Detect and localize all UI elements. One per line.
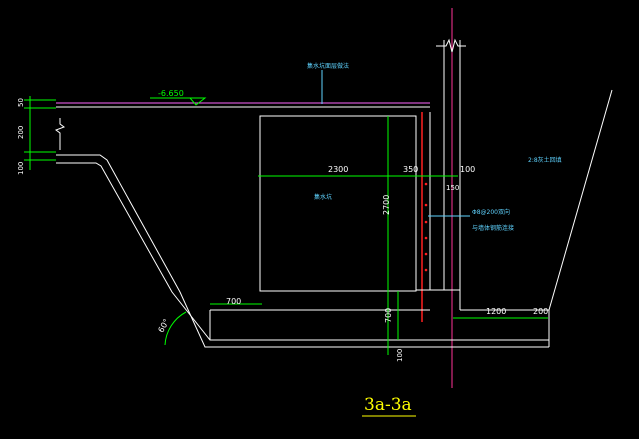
dim-200-right: 200 bbox=[533, 307, 548, 316]
dimension-lines bbox=[24, 96, 548, 355]
dim-2700: 2700 bbox=[382, 195, 391, 215]
dim-350: 350 bbox=[403, 165, 418, 174]
dim-100-bottom: 100 bbox=[396, 349, 404, 362]
dim-700-left: 700 bbox=[226, 297, 241, 306]
rebar-dots bbox=[424, 182, 428, 272]
angle-arc bbox=[164, 311, 187, 346]
rebar-note-1: Φ8@200双向 bbox=[472, 208, 510, 216]
top-note: 集水坑面层做法 bbox=[307, 62, 349, 70]
top-break-symbol bbox=[436, 38, 466, 53]
pit-name-label: 集水坑 bbox=[314, 193, 332, 201]
excavation-line bbox=[548, 89, 613, 311]
dim-50: 50 bbox=[17, 98, 25, 107]
dim-1200: 1200 bbox=[486, 307, 506, 316]
left-break-line bbox=[54, 118, 66, 150]
dim-700-vert: 700 bbox=[384, 308, 393, 323]
slope-profile-outer bbox=[56, 154, 549, 348]
dim-100-left: 100 bbox=[17, 162, 25, 175]
soil-note: 2:8灰土回填 bbox=[528, 156, 562, 164]
dim-2300: 2300 bbox=[328, 165, 348, 174]
elevation-label: -6.650 bbox=[158, 89, 184, 98]
elevation-marker bbox=[150, 97, 207, 106]
dim-150: 150 bbox=[446, 184, 459, 192]
slope-profile-inner bbox=[56, 162, 549, 341]
dim-200: 200 bbox=[17, 126, 25, 139]
dim-100-top: 100 bbox=[460, 165, 475, 174]
rebar-note-2: 与墙体钢筋连接 bbox=[472, 224, 514, 232]
pit-outline bbox=[259, 115, 417, 292]
section-title: 3a-3a bbox=[364, 395, 412, 415]
